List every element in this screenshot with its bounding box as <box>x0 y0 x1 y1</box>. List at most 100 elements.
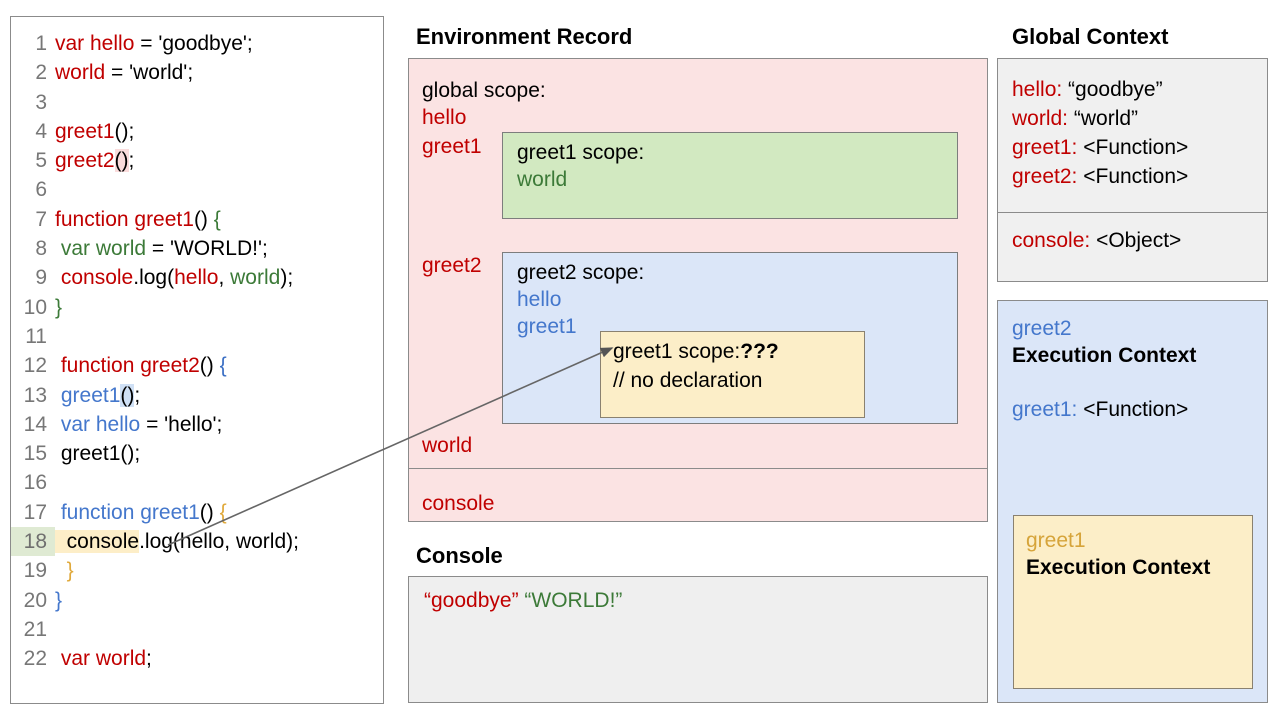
code-token: greet1 <box>55 119 115 143</box>
code-line-content: greet1(); <box>55 117 134 146</box>
environment-record-divider <box>408 468 988 469</box>
code-line-content: greet1(); <box>55 381 140 410</box>
global-context-entry: greet2: <Function> <box>1012 162 1188 191</box>
code-token: function greet1 <box>55 207 194 231</box>
global-context-entry-key: world: <box>1012 107 1069 130</box>
greet2-ec-entry-value: <Function> <box>1083 398 1189 421</box>
global-scope-title: global scope: <box>422 79 546 102</box>
code-line-number: 22 <box>23 647 47 671</box>
code-line-number: 2 <box>35 61 47 85</box>
code-token: var world <box>60 237 147 261</box>
greet1-inner-title-row: greet1 scope:??? <box>613 340 779 364</box>
console-output-line: “goodbye” “WORLD!” <box>424 589 622 613</box>
code-line: 11 <box>11 322 383 351</box>
code-token: () <box>114 149 129 173</box>
colon-separator: : <box>1084 229 1091 252</box>
code-line: 14 var hello = 'hello'; <box>11 410 383 439</box>
code-line-number: 6 <box>35 178 47 202</box>
greet1-execution-context-box <box>1013 515 1253 689</box>
code-token: () <box>120 383 135 407</box>
code-token: = 'hello'; <box>140 412 223 436</box>
code-line: 6 <box>11 175 383 204</box>
code-line-content: greet2(); <box>55 146 134 175</box>
greet1-inner-marker: ??? <box>740 340 779 363</box>
env-global-var-greet1: greet1 <box>422 135 482 158</box>
code-token: } <box>55 588 63 612</box>
code-line-content: var hello = 'goodbye'; <box>55 29 253 58</box>
greet2-scope-var-greet1: greet1 <box>517 315 577 338</box>
code-line-content: function greet1() { <box>55 498 227 527</box>
code-line-number: 14 <box>23 412 47 436</box>
code-line-number: 4 <box>35 119 47 143</box>
code-line: 1 var hello = 'goodbye'; <box>11 29 383 58</box>
greet1-execution-context-title: greet1 Execution Context <box>1026 527 1210 581</box>
greet2-ec-entry: greet1: <Function> <box>1012 398 1188 422</box>
code-line: 8 var world = 'WORLD!'; <box>11 234 383 263</box>
console-output-box <box>408 576 988 703</box>
code-line-number: 8 <box>35 237 47 261</box>
greet1-inner-title: greet1 scope: <box>613 340 741 363</box>
code-token: } <box>66 559 74 583</box>
greet1-ec-subtitle: Execution Context <box>1026 556 1211 579</box>
environment-record-heading: Environment Record <box>416 24 633 49</box>
code-line: 12 function greet2() { <box>11 351 383 380</box>
code-line: 22 var world; <box>11 644 383 673</box>
code-line: 4 greet1(); <box>11 117 383 146</box>
global-context-box <box>997 58 1268 282</box>
env-global-var-world: world <box>422 434 473 457</box>
code-line: 21 <box>11 615 383 644</box>
greet1-inner-scope-box: greet1 scope:??? // no declaration <box>600 331 865 418</box>
code-token: function greet2 <box>60 354 200 378</box>
code-line-number: 19 <box>23 559 47 583</box>
global-context-console-entry: console: <Object> <box>1012 226 1181 255</box>
code-line-content: var world = 'WORLD!'; <box>55 234 268 263</box>
code-line-number: 17 <box>23 500 47 524</box>
code-line-content: greet1(); <box>55 439 140 468</box>
code-line-number: 9 <box>35 266 47 290</box>
code-line-number: 7 <box>35 207 47 231</box>
code-line: 3 <box>11 88 383 117</box>
code-line-content: } <box>55 293 62 322</box>
code-line-content: console.log(hello, world); <box>55 263 293 292</box>
code-token: () <box>199 500 220 524</box>
code-line-number: 15 <box>23 442 47 466</box>
code-token: = 'world'; <box>105 61 194 85</box>
global-context-entry-key: hello: <box>1012 78 1063 101</box>
code-token: () <box>193 207 214 231</box>
code-token: (); <box>114 119 135 143</box>
global-context-entry: hello: “goodbye” <box>1012 75 1188 104</box>
code-token: = 'goodbye'; <box>134 32 253 55</box>
code-token: var world <box>60 647 147 671</box>
code-token: ; <box>134 383 141 407</box>
code-line: 15 greet1(); <box>11 439 383 468</box>
code-line-number: 16 <box>23 471 47 495</box>
greet1-scope-title: greet1 scope: <box>517 141 645 164</box>
global-context-entry-key: greet1: <box>1012 136 1078 159</box>
code-line-number: 18 <box>11 527 55 557</box>
code-line: 5 greet2(); <box>11 146 383 175</box>
code-line-number: 1 <box>35 32 47 55</box>
code-line-number: 5 <box>35 149 47 173</box>
code-token: greet2 <box>55 149 115 173</box>
code-line-content: function greet2() { <box>55 351 227 380</box>
code-token: greet1 <box>60 383 121 407</box>
greet1-inner-comment: // no declaration <box>613 369 763 392</box>
code-token: ; <box>146 647 152 671</box>
env-global-var-console: console <box>422 492 495 515</box>
code-token: { <box>213 207 221 231</box>
global-context-entry-list: hello: “goodbye”world: “world”greet1: <F… <box>1012 75 1188 191</box>
global-context-entry-key: greet2: <box>1012 165 1078 188</box>
code-line-number: 13 <box>23 383 47 407</box>
console-output-goodbye: “goodbye” <box>424 589 519 612</box>
code-token: world <box>55 61 106 85</box>
code-line-number: 21 <box>23 617 47 641</box>
code-token: .log(hello, world); <box>139 530 299 554</box>
code-token: { <box>219 500 227 524</box>
greet2-scope-title: greet2 scope: <box>517 261 645 284</box>
code-line: 7 function greet1() { <box>11 205 383 234</box>
greet1-ec-name: greet1 <box>1026 529 1086 552</box>
code-token: { <box>219 354 227 378</box>
code-token: .log( <box>133 266 175 290</box>
code-line: 19 } <box>11 556 383 585</box>
code-token: console <box>55 530 140 554</box>
